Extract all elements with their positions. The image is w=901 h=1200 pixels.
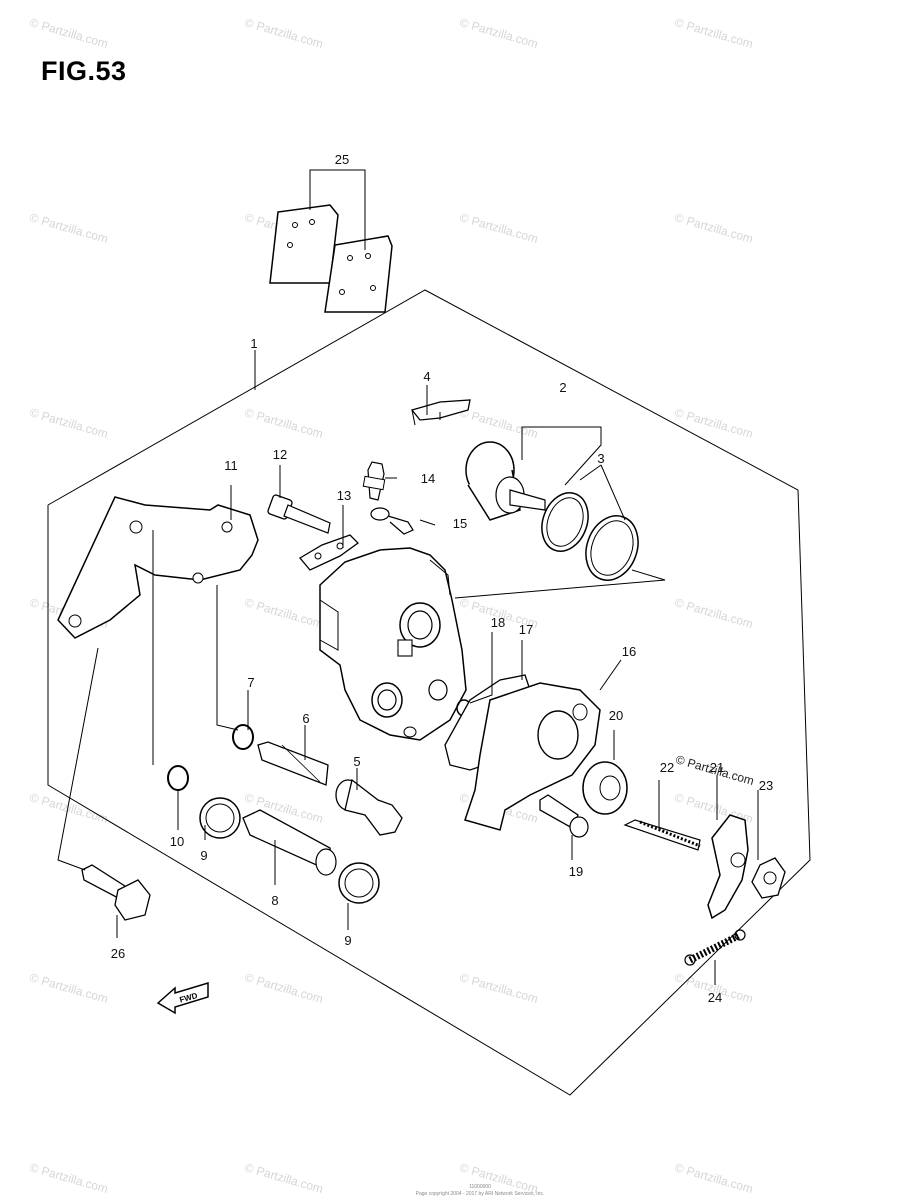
callout-6[interactable]: 6 (302, 711, 309, 726)
nut-part-23[interactable] (751, 857, 786, 899)
footer-code: 11000000 (469, 1184, 491, 1190)
callout-15[interactable]: 15 (453, 516, 467, 531)
callout-17[interactable]: 17 (519, 622, 533, 637)
callout-9[interactable]: 9 (200, 848, 207, 863)
piston-part-2[interactable] (465, 441, 546, 521)
callout-8[interactable]: 8 (271, 893, 278, 908)
callout-1[interactable]: 1 (250, 336, 257, 351)
callout-4[interactable]: 4 (423, 369, 430, 384)
fwd-arrow: FWD (156, 981, 209, 1015)
footer: 11000000 Page copyright 2004 - 2017 by A… (380, 1184, 580, 1198)
pin-part-6[interactable] (257, 741, 329, 786)
assembly-outline (47, 289, 811, 1096)
callout-14[interactable]: 14 (421, 471, 435, 486)
housing-part-16[interactable] (464, 682, 601, 831)
callout-25[interactable]: 25 (335, 152, 349, 167)
boot-part-5[interactable] (335, 778, 403, 836)
callout-16[interactable]: 16 (622, 644, 636, 659)
footer-copyright: Page copyright 2004 - 2017 by ARI Networ… (415, 1191, 545, 1197)
cap-part-15[interactable] (370, 507, 414, 535)
callout-10[interactable]: 10 (170, 834, 184, 849)
leader-lines (57, 169, 759, 985)
ring-part-7[interactable] (232, 724, 254, 750)
callout-2[interactable]: 2 (559, 380, 566, 395)
bleeder-part-14[interactable] (362, 461, 386, 501)
callout-9[interactable]: 9 (344, 933, 351, 948)
pad-spring-part-4[interactable] (410, 399, 471, 426)
callout-24[interactable]: 24 (708, 990, 722, 1005)
washer-part-10[interactable] (167, 765, 189, 791)
roller-part-20[interactable] (582, 761, 628, 815)
callout-5[interactable]: 5 (353, 754, 360, 769)
boot-part-9-upper[interactable] (199, 797, 241, 839)
callout-7[interactable]: 7 (247, 675, 254, 690)
pin-part-8[interactable] (242, 809, 337, 876)
callout-19[interactable]: 19 (569, 864, 583, 879)
screw-part-22[interactable] (623, 819, 701, 851)
boot-part-9-lower[interactable] (338, 862, 380, 904)
callout-12[interactable]: 12 (273, 447, 287, 462)
callout-labels: 1234567899101112131415161718192021222324… (111, 152, 773, 1005)
piston-seals-part-3[interactable] (534, 486, 647, 587)
callout-23[interactable]: 23 (759, 778, 773, 793)
bracket-part-11[interactable] (57, 496, 259, 639)
brake-pads-part-25[interactable] (269, 204, 393, 313)
callout-21[interactable]: 21 (710, 760, 724, 775)
caliper-body[interactable] (319, 547, 467, 741)
lever-part-21[interactable] (707, 814, 749, 920)
bolt-part-12[interactable] (267, 494, 331, 534)
figure-title: FIG.53 (41, 56, 127, 86)
callout-18[interactable]: 18 (491, 615, 505, 630)
callout-26[interactable]: 26 (111, 946, 125, 961)
callout-13[interactable]: 13 (337, 488, 351, 503)
callout-22[interactable]: 22 (660, 760, 674, 775)
bolt-part-26[interactable] (81, 864, 151, 921)
bolt-part-18[interactable] (539, 794, 589, 838)
callout-20[interactable]: 20 (609, 708, 623, 723)
callout-11[interactable]: 11 (224, 458, 238, 473)
spring-part-24[interactable] (684, 929, 746, 966)
callout-3[interactable]: 3 (597, 451, 604, 466)
